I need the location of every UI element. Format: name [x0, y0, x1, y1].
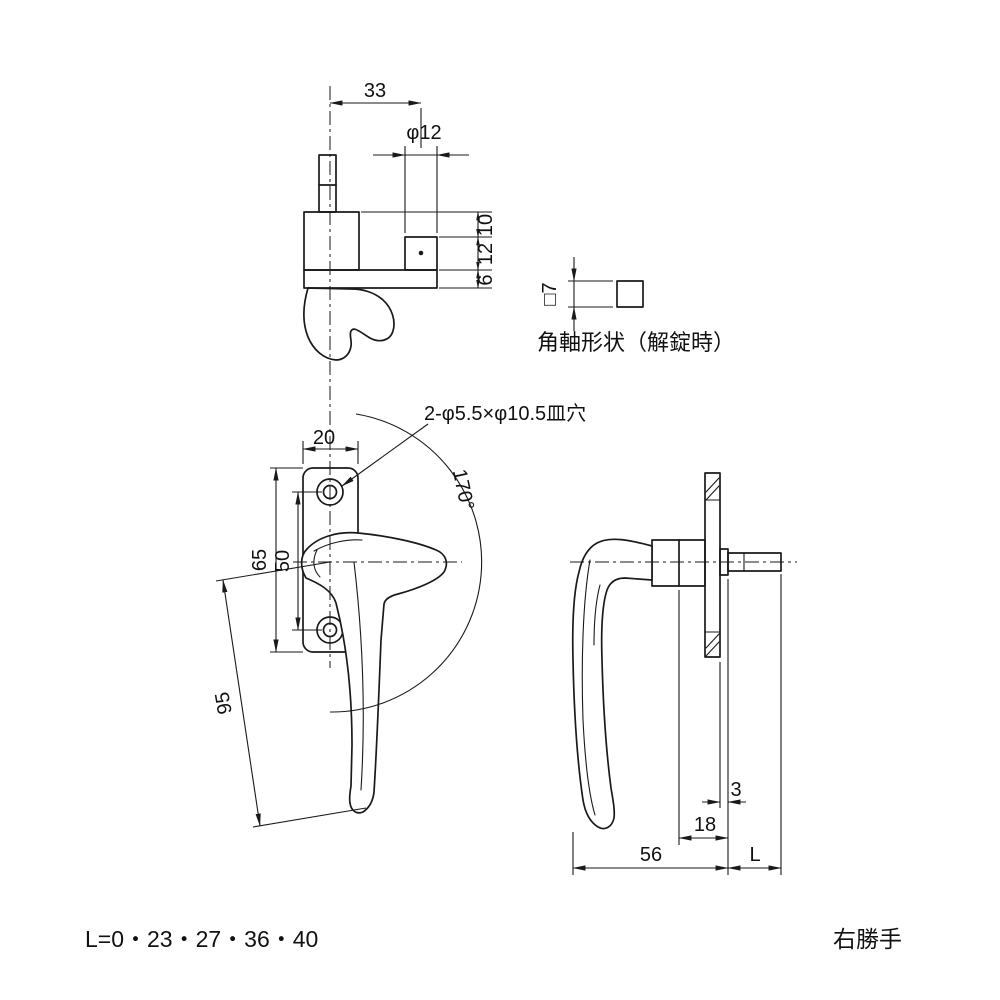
base-plate-side: [704, 472, 721, 658]
lever-side-crease: [581, 559, 596, 816]
base-plate-top: [303, 269, 438, 289]
dim-label-33: 33: [364, 80, 386, 102]
plate-hatch-marks: [705, 477, 720, 657]
rotation-arc: [329, 413, 483, 713]
hole-note-leader: [341, 423, 429, 487]
dim-label-L: L: [749, 844, 760, 866]
square-shaft-dim-lines: [568, 257, 613, 331]
dim-label-3: 3: [730, 779, 741, 801]
dim-label-95: 95: [211, 690, 237, 716]
dim-label-65: 65: [249, 549, 271, 571]
handle-lever-front: [300, 531, 448, 814]
length-options-note: L=0・23・27・36・40: [85, 926, 318, 952]
square-shaft-detail: [568, 257, 644, 331]
dim-label-20: 20: [313, 427, 335, 449]
dim-label-170deg: 170°: [448, 467, 478, 512]
keeper-block: [404, 236, 438, 271]
dimension-lines-front: [215, 413, 483, 828]
labels: 33 φ12 10 12 6 □7 角軸形状（解錠時） 2-φ5.5×φ10.5…: [85, 80, 902, 952]
center-lines: [293, 86, 797, 668]
dim-label-18: 18: [694, 814, 716, 836]
spindle-stem: [318, 154, 337, 213]
dim-label-56: 56: [640, 844, 662, 866]
dim-label-50: 50: [272, 550, 294, 572]
handedness-note: 右勝手: [833, 926, 902, 952]
top-view: [303, 154, 438, 361]
dim-label-10: 10: [475, 214, 497, 236]
lever-front-crease-top: [313, 539, 363, 552]
square-shaft-caption: 角軸形状（解錠時）: [537, 330, 735, 355]
dim-label-6: 6: [475, 274, 497, 285]
latch-hook: [303, 287, 395, 361]
countersink-note: 2-φ5.5×φ10.5皿穴: [424, 402, 586, 425]
handle-lever-side: [571, 538, 653, 830]
lever-front-crease: [353, 561, 364, 791]
lever-side-crease2: [593, 584, 601, 646]
dim-label-12: 12: [475, 243, 497, 265]
dimension-lines-top: [329, 100, 492, 289]
dim-label-phi12: φ12: [406, 122, 441, 144]
dimension-lines-side: [572, 574, 782, 875]
front-view: [300, 467, 448, 814]
keeper-center-mark: [418, 250, 424, 256]
square-shaft-section: [616, 280, 644, 308]
latch-body: [303, 211, 360, 271]
dim-label-square7: □7: [539, 282, 561, 305]
side-view: [571, 472, 782, 830]
